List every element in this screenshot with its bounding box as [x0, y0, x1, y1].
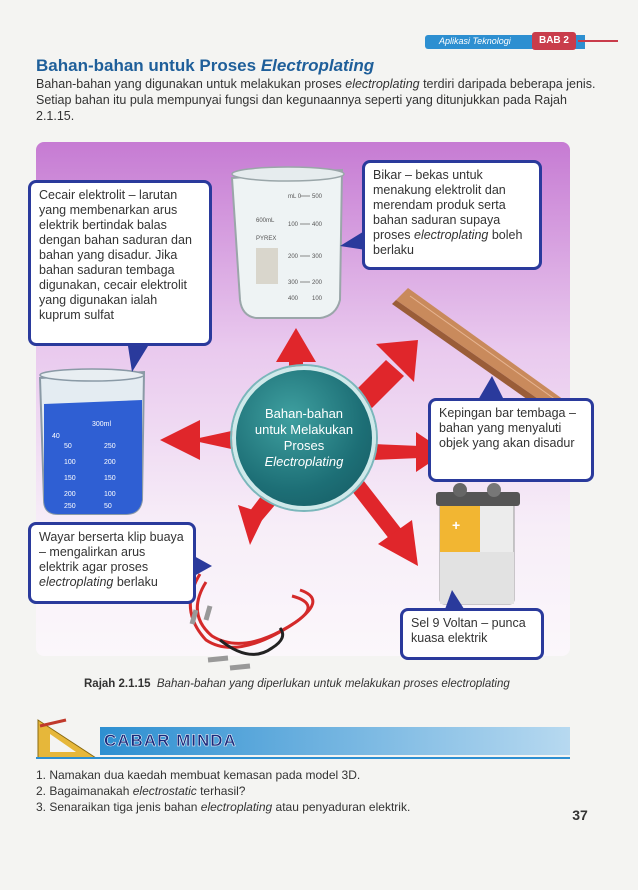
wire-clips-icon [188, 573, 315, 671]
header-divider [578, 40, 618, 42]
arrow-up-icon [276, 328, 316, 362]
beaker-box: Bikar – bekas untuk menakung elektrolit … [362, 160, 542, 270]
svg-text:200: 200 [104, 459, 116, 466]
svg-text:PYREX: PYREX [256, 236, 276, 242]
arrow-down-right-icon [378, 520, 418, 566]
svg-text:300: 300 [312, 254, 323, 260]
cabar-minda-divider [36, 757, 570, 759]
arrow-left-icon [160, 420, 200, 460]
chapter-badge: BAB 2 [532, 32, 576, 50]
copper-bar-box: Kepingan bar tembaga – bahan yang menyal… [428, 398, 594, 482]
glass-beaker-icon: mL 0 500 100 400 200 300 300 200 400 100 600m… [230, 166, 345, 319]
svg-text:+: + [452, 517, 460, 533]
wire-box: Wayar berserta klip buaya – mengalirkan … [28, 522, 196, 604]
center-circle: Bahan-bahan untuk Melakukan Proses Elect… [232, 366, 376, 510]
svg-text:100: 100 [312, 296, 323, 302]
svg-text:mL 0: mL 0 [288, 194, 302, 200]
svg-text:200: 200 [312, 280, 323, 286]
svg-text:250: 250 [64, 503, 76, 510]
svg-text:100: 100 [64, 459, 76, 466]
svg-text:200: 200 [64, 491, 76, 498]
svg-text:200: 200 [288, 254, 299, 260]
section-label: Aplikasi Teknologi [439, 36, 511, 46]
svg-text:400: 400 [288, 296, 299, 302]
svg-text:50: 50 [104, 503, 112, 510]
question-2: 2. Bagaimanakah electrostatic terhasil? [36, 784, 246, 798]
svg-text:100: 100 [104, 491, 116, 498]
svg-text:600mL: 600mL [256, 218, 275, 224]
question-3: 3. Senaraikan tiga jenis bahan electropl… [36, 800, 411, 814]
cabar-minda-bar [100, 727, 570, 755]
svg-text:50: 50 [64, 443, 72, 450]
set-square-icon [37, 718, 98, 759]
svg-text:300ml: 300ml [92, 421, 112, 428]
svg-text:100: 100 [288, 222, 299, 228]
copper-bar-icon [392, 288, 564, 414]
svg-text:40: 40 [52, 433, 60, 440]
svg-text:300: 300 [288, 280, 299, 286]
svg-text:500: 500 [312, 194, 323, 200]
electrolyte-box: Cecair elektrolit – larutan yang membena… [28, 180, 212, 346]
battery-icon: + [436, 483, 520, 605]
intro-paragraph: Bahan-bahan yang digunakan untuk melakuk… [36, 77, 596, 123]
page-number: 37 [572, 807, 588, 823]
figure-caption: Rajah 2.1.15 Bahan-bahan yang diperlukan… [84, 678, 510, 690]
svg-text:400: 400 [312, 222, 323, 228]
cabar-minda-title: CABAR MINDA [104, 731, 237, 751]
svg-text:150: 150 [104, 475, 116, 482]
svg-text:250: 250 [104, 443, 116, 450]
page-title: Bahan-bahan untuk Proses Electroplating [36, 56, 375, 75]
question-1: 1. Namakan dua kaedah membuat kemasan pa… [36, 768, 361, 782]
svg-text:150: 150 [64, 475, 76, 482]
pointers [128, 230, 504, 612]
battery-box: Sel 9 Voltan – punca kuasa elektrik [400, 608, 544, 660]
arrow-down-left-icon [238, 505, 265, 545]
arrow-up-right-icon [376, 340, 418, 382]
blue-beaker-icon: 300ml 250 50 200 100 150 150 100 200 50 250 4… [38, 368, 146, 515]
